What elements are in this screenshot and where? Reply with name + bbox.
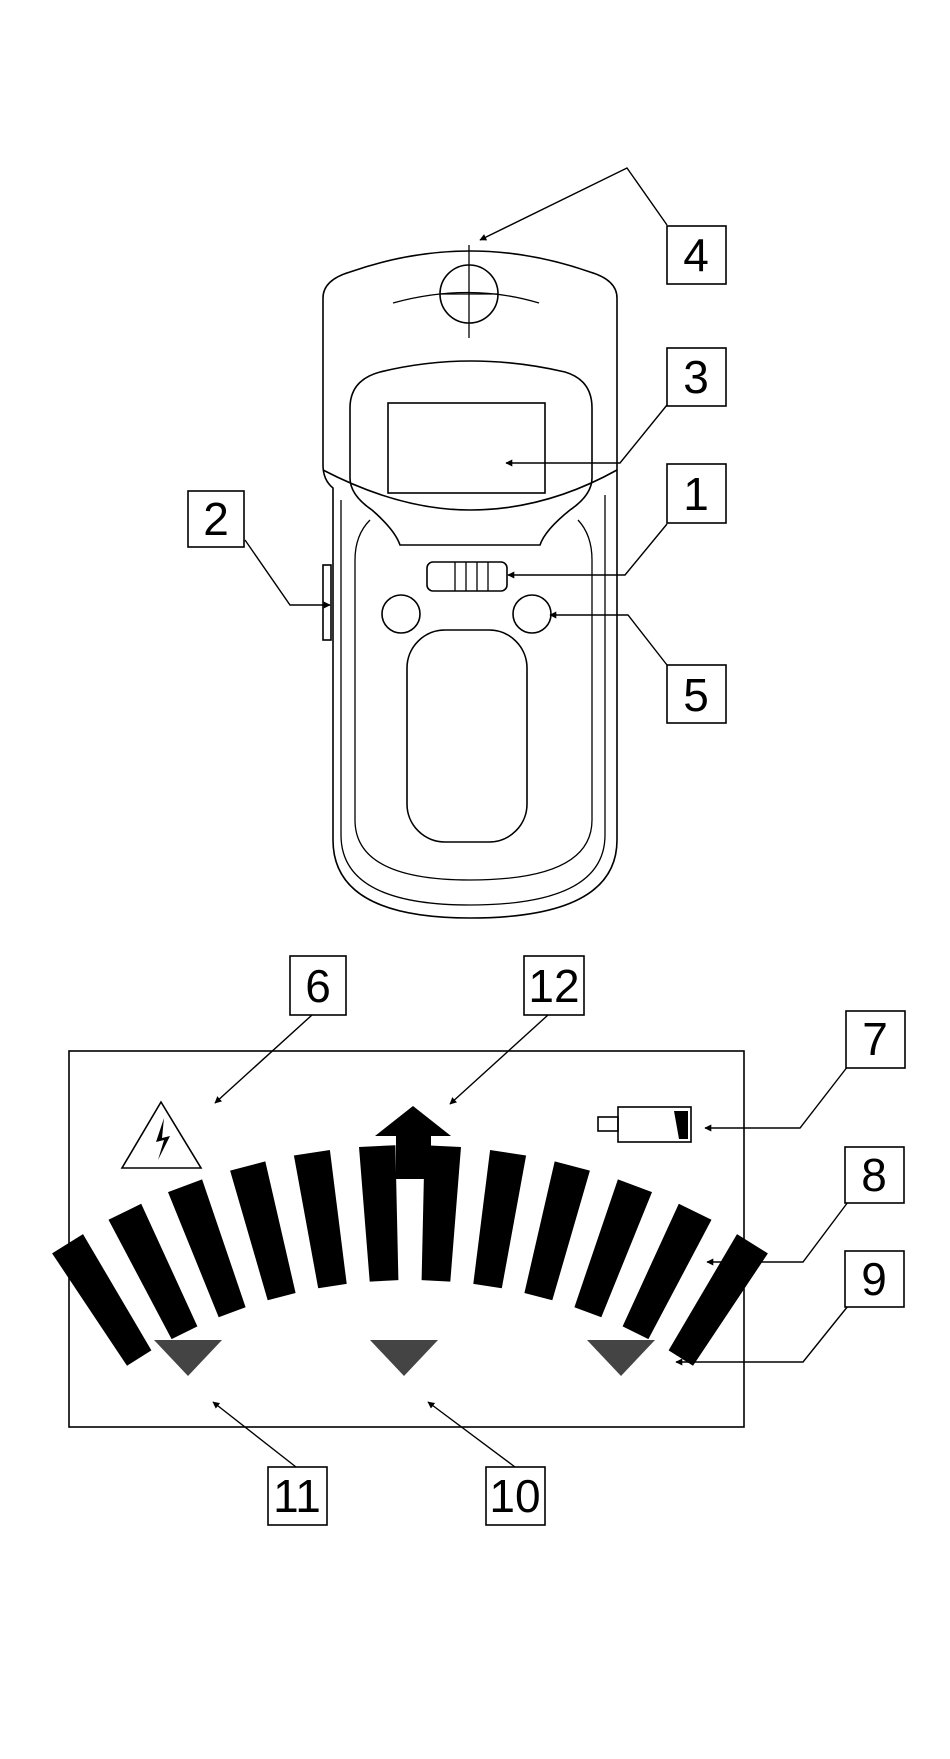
high-voltage-warning-icon (122, 1102, 201, 1168)
svg-text:2: 2 (203, 493, 229, 545)
callout-10: 10 (486, 1467, 545, 1525)
callout-7: 7 (846, 1011, 905, 1068)
segment-bar-8 (473, 1150, 526, 1288)
side-calibration-button[interactable] (323, 565, 331, 640)
left-indicator-triangle (154, 1340, 222, 1376)
battery-icon (598, 1107, 691, 1142)
device-body (323, 245, 617, 918)
segment-bar-7 (422, 1145, 461, 1281)
callout-11: 11 (268, 1467, 327, 1525)
callout-2: 2 (188, 491, 244, 547)
callout-3: 3 (667, 348, 726, 406)
svg-text:6: 6 (305, 960, 331, 1012)
right-button[interactable] (513, 595, 551, 633)
callout-5: 5 (667, 665, 726, 723)
svg-text:10: 10 (489, 1470, 540, 1522)
left-button[interactable] (382, 595, 420, 633)
callout-6: 6 (290, 956, 346, 1015)
indicator-triangles (154, 1340, 655, 1376)
callout-8: 8 (845, 1147, 904, 1203)
power-slide-switch[interactable] (427, 562, 507, 591)
callout-4: 4 (667, 226, 726, 284)
svg-text:9: 9 (861, 1253, 887, 1305)
svg-text:3: 3 (683, 351, 709, 403)
segment-bar-9 (524, 1161, 590, 1300)
crosshair-icon (393, 245, 539, 338)
svg-text:5: 5 (683, 669, 709, 721)
callout-12: 12 (524, 956, 584, 1015)
svg-text:11: 11 (273, 1470, 321, 1522)
segment-bar-6 (359, 1145, 398, 1281)
svg-text:8: 8 (861, 1149, 887, 1201)
svg-text:4: 4 (683, 229, 709, 281)
callout-9: 9 (845, 1251, 904, 1307)
center-indicator-triangle (370, 1340, 438, 1376)
right-indicator-triangle (587, 1340, 655, 1376)
callout-1: 1 (667, 464, 726, 523)
svg-text:1: 1 (683, 468, 709, 520)
segment-bar-4 (230, 1161, 296, 1300)
svg-text:12: 12 (528, 960, 579, 1012)
segment-bar-5 (294, 1150, 347, 1288)
svg-text:7: 7 (862, 1013, 888, 1065)
